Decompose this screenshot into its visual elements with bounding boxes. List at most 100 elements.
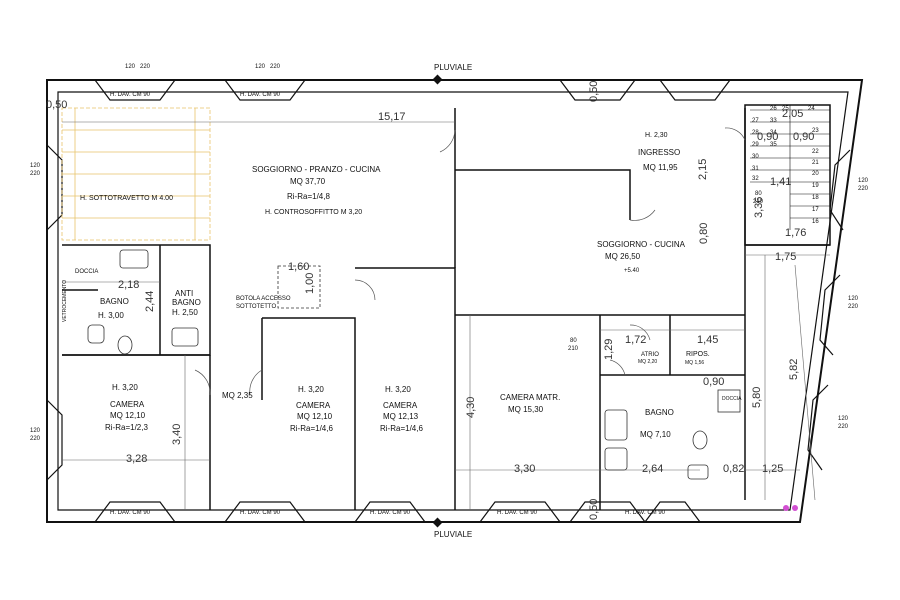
ingresso-area: MQ 11,95 (643, 163, 678, 172)
dim-160: 1,60 (288, 261, 309, 273)
dim-340: 3,40 (171, 424, 183, 445)
stair-34: 34 (770, 130, 777, 136)
pluviale-bottom-label: PLUVIALE (434, 530, 472, 539)
window-dim-w-right-1: 120 (858, 178, 869, 184)
soggiorno-main-ratio: Ri-Ra=1/4,8 (287, 192, 330, 201)
dim-330: 3,30 (514, 463, 535, 475)
door-80-b: 80 (570, 338, 577, 344)
dim-145: 1,45 (697, 334, 718, 346)
dim-100: 1,00 (304, 273, 316, 294)
dim-176: 1,76 (785, 227, 806, 239)
sottotravetto-hatch (61, 107, 211, 241)
dim-050-top-left: 0,50 (46, 99, 67, 111)
window-label-bot-4: H. DAV. CM 90 (497, 510, 538, 516)
doccia-right-label: DOCCIA (722, 396, 742, 402)
stair-33: 33 (770, 118, 777, 124)
dim-090b: 0,90 (793, 131, 814, 143)
dim-082: 0,82 (723, 463, 744, 475)
camera3-height: H. 3,20 (385, 385, 411, 394)
stair-23: 23 (812, 128, 819, 134)
stair-18: 18 (812, 195, 819, 201)
ingresso-title: INGRESSO (638, 148, 680, 157)
camera1-title: CAMERA (110, 400, 145, 409)
dim-050-bottom: 0,50 (588, 499, 600, 520)
anti-bagno-line2: BAGNO (172, 298, 201, 307)
window-dim-w-left-1: 120 (30, 163, 41, 169)
camera1-height: H. 3,20 (112, 383, 138, 392)
stair-19: 19 (812, 183, 819, 189)
dim-244: 2,44 (144, 291, 156, 312)
dim-336: 3,36 (753, 197, 765, 218)
magenta-marker (783, 505, 789, 511)
dim-218: 2,18 (118, 279, 139, 291)
camera2-title: CAMERA (296, 401, 331, 410)
dim-175: 1,75 (775, 251, 796, 263)
camera1-ratio: Ri-Ra=1/2,3 (105, 423, 148, 432)
stair-28: 28 (752, 130, 759, 136)
pluviale-top-label: PLUVIALE (434, 63, 472, 72)
dim-172: 1,72 (625, 334, 646, 346)
window-dim-h-right-2: 220 (848, 304, 859, 310)
dim-090a: 0,90 (757, 131, 778, 143)
stair-35: 35 (770, 142, 777, 148)
window-dim-h-left-2: 220 (30, 436, 41, 442)
camera2-height: H. 3,20 (298, 385, 324, 394)
stair-24: 24 (808, 106, 815, 112)
botola-line2: SOTTOTETTO (236, 304, 276, 310)
window-label-bot-2: H. DAV. CM 90 (240, 510, 281, 516)
stair-17: 17 (812, 207, 819, 213)
left-window-bays (46, 144, 63, 481)
camera3-title: CAMERA (383, 401, 418, 410)
camera3-area: MQ 12,13 (383, 412, 419, 421)
window-dim-w-left-2: 120 (30, 428, 41, 434)
dim-430: 4,30 (465, 397, 477, 418)
stair-16: 16 (812, 219, 819, 225)
dim-125: 1,25 (762, 463, 783, 475)
pluviale-top-marker (432, 74, 443, 85)
window-dim-h-left-1: 220 (30, 171, 41, 177)
bottom-window-bays (94, 501, 701, 523)
stair-27: 27 (752, 118, 759, 124)
dim-141: 1,41 (770, 176, 791, 188)
anti-bagno-line1: ANTI (175, 289, 193, 298)
outer-walls (46, 79, 864, 523)
camera-matr-title: CAMERA MATR. (500, 393, 560, 402)
interior-walls (62, 104, 831, 510)
soggiorno-main-title: SOGGIORNO - PRANZO - CUCINA (252, 165, 381, 174)
stair-21: 21 (812, 160, 819, 166)
dim-080: 0,80 (698, 223, 710, 244)
camera-matr-area: MQ 15,30 (508, 405, 544, 414)
bagno-left-height: H. 3,00 (98, 311, 124, 320)
window-dim-h-top-2: 220 (270, 64, 281, 70)
doccia-left-label: DOCCIA (75, 269, 98, 275)
door-80-a: 80 (755, 191, 762, 197)
magenta-marker-2 (792, 505, 798, 511)
window-dim-w-top-1: 120 (125, 64, 136, 70)
dim-582: 5,82 (788, 359, 800, 380)
fixtures (87, 249, 741, 480)
stair-steps (750, 105, 830, 230)
stair-26: 26 (770, 106, 777, 112)
door-210-a: 210 (753, 199, 764, 205)
dim-215: 2,15 (697, 159, 709, 180)
soggiorno-cucina-area: MQ 26,50 (605, 252, 641, 261)
dim-1517: 15,17 (378, 111, 406, 123)
camera1-area: MQ 12,10 (110, 411, 146, 420)
ingresso-height: H. 2,30 (645, 132, 668, 139)
bagno-right-area: MQ 7,10 (640, 430, 671, 439)
window-dim-w-top-2: 120 (255, 64, 266, 70)
soggiorno-main-area: MQ 37,70 (290, 177, 326, 186)
camera2-area: MQ 12,10 (297, 412, 333, 421)
door-swings (194, 127, 746, 396)
sottotravetto-label: H. SOTTOTRAVETTO M 4.00 (80, 195, 173, 202)
mq-235-label: MQ 2,35 (222, 391, 253, 400)
botola-line1: BOTOLA ACCESSO (236, 296, 291, 302)
top-window-bays (94, 79, 731, 101)
ripos-title: RIPOS. (686, 351, 710, 358)
window-label-bot-5: H. DAV. CM 90 (625, 510, 666, 516)
stair-31: 31 (752, 166, 759, 172)
bagno-left-title: BAGNO (100, 297, 129, 306)
stair-32: 32 (752, 176, 759, 182)
stair-25: 25 (782, 106, 789, 112)
